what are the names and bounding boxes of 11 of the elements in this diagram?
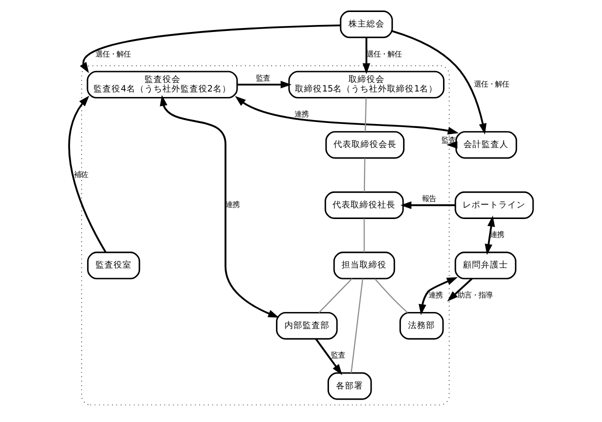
edge-label: 連携 — [490, 230, 504, 240]
edge-label: 補佐 — [74, 170, 88, 179]
edge-label: 助言・指導 — [457, 290, 492, 300]
edge-label: 選任・解任 — [96, 49, 131, 58]
edge-label: 監査 — [256, 73, 270, 82]
edge-label: 連携 — [428, 290, 442, 300]
edge-label: 選任・解任 — [474, 79, 510, 88]
edge-label: 報告 — [422, 194, 436, 203]
edge-label: 連携 — [294, 110, 309, 119]
edge-label: 監査 — [331, 350, 346, 360]
edge-label: 監査 — [442, 136, 456, 145]
